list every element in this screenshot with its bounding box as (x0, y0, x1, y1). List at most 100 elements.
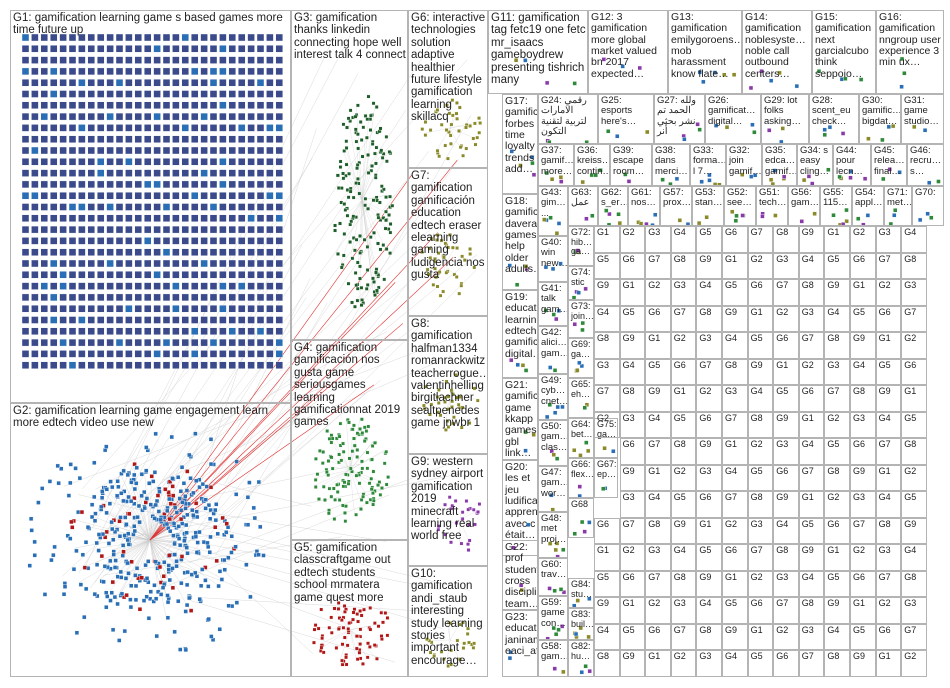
g1-node (172, 169, 180, 177)
group-label-g50: G50: gam… clas… (541, 421, 568, 453)
g1-node (181, 45, 190, 53)
g1-node (31, 316, 39, 324)
group-label-g17: G17: gamific… forbes time loyalty trends… (505, 95, 538, 175)
small-group-box: G5 (875, 358, 902, 385)
small-group-label: G3 (622, 412, 635, 423)
small-group-box: G5 (696, 226, 722, 253)
g4-node-edge (314, 469, 351, 486)
small-group-box: G6 (670, 358, 697, 385)
group-box-g71: G71: met… (884, 186, 912, 226)
small-group-box: G8 (773, 226, 799, 253)
small-group-label: G6 (622, 571, 635, 582)
small-group-label: G1 (725, 571, 738, 582)
g1-node (275, 214, 283, 223)
small-group-box: G2 (619, 226, 646, 253)
g3-node-edge (361, 199, 388, 214)
group-label-g53: G53: stan… (695, 187, 723, 209)
small-group-label: G6 (878, 624, 891, 635)
group-label-g39: G39: escape room… (613, 145, 647, 177)
small-group-label: G2 (699, 386, 712, 396)
small-group-label: G3 (597, 359, 610, 370)
group-box-g37: G37: gamif… more… (538, 144, 574, 186)
group-box-g43: G43: gim… ... (538, 186, 568, 236)
g1-node (125, 305, 133, 313)
g1-node (266, 67, 274, 76)
small-group-box: G1 (670, 385, 697, 412)
g1-node (237, 316, 246, 324)
g1-node (181, 271, 190, 279)
g1-node (209, 214, 218, 223)
small-group-label: G8 (622, 386, 635, 396)
g1-node (237, 135, 246, 143)
g1-node (31, 112, 39, 121)
g1-node (21, 305, 30, 313)
g1-node (40, 90, 48, 98)
g1-node (190, 45, 199, 53)
small-group-label: G3 (801, 306, 814, 317)
g1-node (143, 169, 152, 177)
g1-node (247, 305, 255, 313)
small-group-box: G7 (722, 411, 748, 438)
g1-node (266, 225, 274, 234)
g1-node (78, 180, 86, 189)
g1-node (181, 56, 190, 64)
small-group-label: G8 (801, 280, 814, 290)
g1-node (125, 259, 133, 268)
g1-node (190, 33, 199, 42)
cross-edge (89, 151, 429, 589)
g1-node (40, 237, 48, 245)
small-group-box: G8 (670, 252, 697, 279)
g1-node (134, 33, 143, 42)
g1-node (256, 305, 265, 313)
g1-node (21, 56, 30, 64)
small-group-box: G9 (619, 464, 646, 491)
g1-node (78, 225, 86, 234)
group-box-g65: G65: eh… (568, 378, 594, 418)
g4-node-edge (322, 469, 351, 486)
small-group-label: G5 (622, 306, 635, 317)
g10-node-edge (449, 639, 472, 647)
small-group-label: G4 (827, 624, 840, 635)
small-group-box: G6 (901, 358, 927, 385)
g1-node (59, 124, 67, 132)
small-group-box: G1 (594, 544, 620, 571)
g1-node (68, 146, 77, 155)
g1-node (78, 305, 86, 313)
small-group-label: G9 (725, 306, 738, 317)
small-group-box: G2 (773, 623, 799, 650)
small-group-label: G9 (853, 333, 866, 343)
g2-edge (149, 539, 171, 567)
g1-node (31, 124, 39, 132)
small-group-label: G7 (853, 518, 866, 529)
small-group-box: G1 (645, 464, 671, 491)
g1-node (59, 56, 67, 64)
g1-node (162, 237, 171, 245)
g1-node (237, 180, 246, 189)
small-group-box: G7 (645, 570, 671, 597)
g1-node (50, 191, 58, 200)
g1-node (190, 67, 199, 76)
g1-node (190, 237, 199, 245)
g1-node (59, 45, 67, 53)
small-group-label: G1 (827, 545, 840, 555)
small-group-label: G4 (904, 227, 917, 237)
small-group-label: G1 (725, 253, 738, 264)
g1-node (40, 112, 48, 121)
small-group-box: G5 (696, 544, 722, 571)
small-group-label: G7 (750, 227, 763, 237)
small-group-box: G1 (619, 279, 646, 306)
small-group-box: G4 (773, 517, 799, 544)
small-group-label: G6 (648, 306, 661, 317)
small-group-box: G2 (747, 570, 774, 597)
g1-node (153, 146, 161, 155)
g1-node (115, 90, 124, 98)
g1-node (219, 67, 227, 76)
group-label-g7: G7: gamification gamificación education … (411, 170, 488, 282)
g1-node (162, 78, 171, 87)
g1-node (228, 248, 237, 256)
g1-node (134, 135, 143, 143)
g2-edge (149, 530, 185, 541)
group-label-g67: G67: ep… (597, 459, 617, 479)
g1-node (237, 293, 246, 302)
g1-node (134, 237, 143, 245)
